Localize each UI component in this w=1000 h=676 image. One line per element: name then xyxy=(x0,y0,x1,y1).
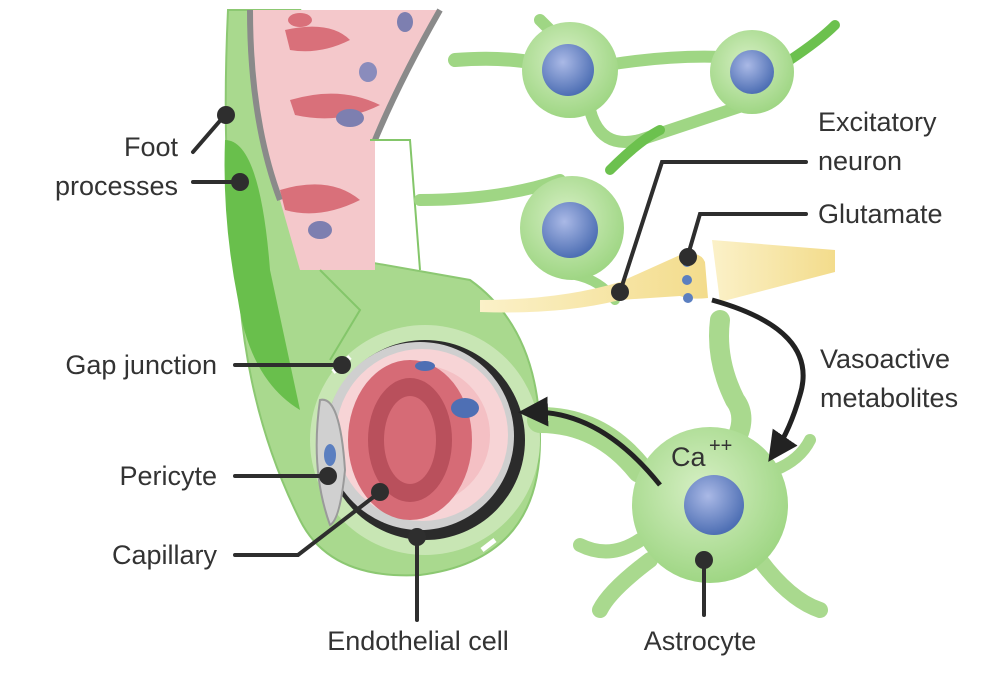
neuron-cell-icon xyxy=(522,22,618,118)
pericyte-label: Pericyte xyxy=(119,461,217,491)
endothelial-cell-label: Endothelial cell xyxy=(327,626,509,656)
vasoactive-metabolites-label-line2: metabolites xyxy=(820,383,958,413)
excitatory-neuron-label-line2: neuron xyxy=(818,146,902,176)
capillary-label: Capillary xyxy=(112,540,218,570)
calcium-signal-arrow xyxy=(518,396,662,487)
foot-processes-label-line1: Foot xyxy=(124,132,179,162)
vasoactive-arrow xyxy=(711,297,806,462)
vasoactive-metabolites-label-line1: Vasoactive xyxy=(820,344,950,374)
gap-junction-label: Gap junction xyxy=(65,350,217,380)
endfoot-dark-band xyxy=(224,140,300,410)
neuron-network xyxy=(414,14,840,305)
excitatory-neuron-label-line1: Excitatory xyxy=(818,107,937,137)
astrocyte-label: Astrocyte xyxy=(644,626,757,656)
calcium-charge-label: ++ xyxy=(709,435,732,457)
calcium-label: Ca xyxy=(671,442,706,472)
astrocyte-nucleus xyxy=(684,475,744,535)
foot-processes-label-line2: processes xyxy=(55,171,178,201)
neuron-cell-icon xyxy=(520,176,624,280)
glutamate-label: Glutamate xyxy=(818,199,943,229)
neuron-cell-icon xyxy=(710,30,794,114)
glutamate-vesicle xyxy=(682,275,692,285)
endothelial-cell-shape xyxy=(285,26,350,52)
astrocyte-cell-icon xyxy=(527,310,828,618)
glutamate-vesicle xyxy=(683,293,693,303)
endothelial-cell-shape xyxy=(280,184,360,214)
